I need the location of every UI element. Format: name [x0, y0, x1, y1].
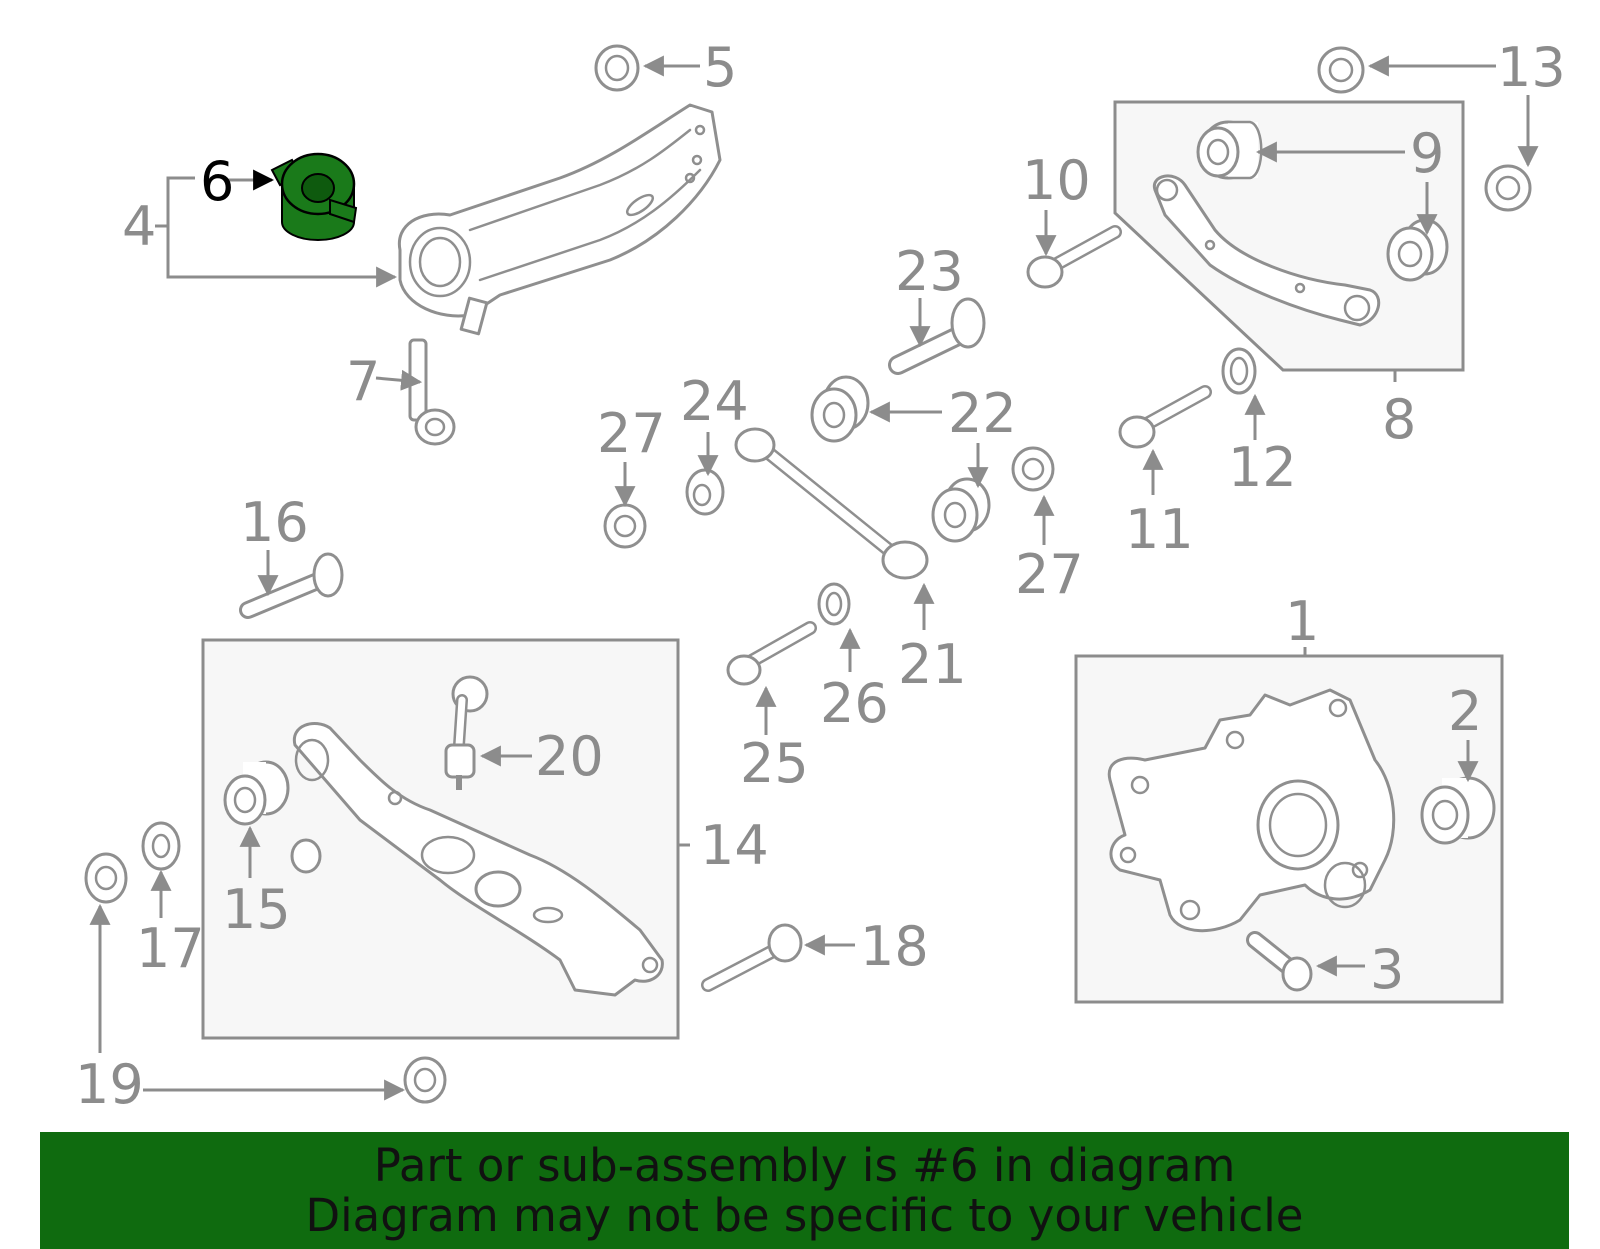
callout-27b: 27 — [1015, 543, 1084, 606]
part-14-lower-control-arm[interactable] — [292, 722, 664, 997]
part-19-nut-left[interactable] — [84, 852, 128, 904]
callout-9: 9 — [1410, 122, 1444, 185]
banner-line-1: Part or sub-assembly is #6 in diagram — [373, 1138, 1236, 1192]
callout-18: 18 — [860, 915, 929, 978]
leader-lines — [89, 55, 1539, 1101]
part-20-stabilizer-link[interactable] — [444, 675, 489, 790]
callout-14: 14 — [700, 814, 769, 877]
part-24-bushing[interactable] — [685, 468, 725, 516]
callout-8: 8 — [1382, 388, 1416, 451]
part-5-nut[interactable] — [594, 44, 640, 92]
part-11-bolt[interactable] — [1118, 385, 1212, 449]
part-21-lateral-link[interactable] — [734, 427, 929, 580]
part-27-nut-right[interactable] — [1011, 446, 1055, 492]
part-15-bushing[interactable] — [223, 760, 290, 826]
part-6-bushing-highlighted[interactable] — [270, 152, 358, 241]
callout-3: 3 — [1370, 938, 1404, 1001]
banner-line-2: Diagram may not be specific to your vehi… — [305, 1188, 1304, 1242]
callout-25: 25 — [740, 732, 809, 795]
callout-15: 15 — [222, 878, 291, 941]
callout-2: 2 — [1448, 680, 1482, 743]
part-27-nut-left[interactable] — [603, 503, 647, 549]
callout-27a: 27 — [597, 402, 666, 465]
callout-19: 19 — [75, 1053, 144, 1116]
callout-7: 7 — [346, 350, 380, 413]
info-banner: Part or sub-assembly is #6 in diagram Di… — [40, 1132, 1569, 1249]
part-7-bolt[interactable] — [408, 338, 456, 446]
part-18-bolt[interactable] — [701, 923, 803, 992]
callout-21: 21 — [898, 633, 967, 696]
part-16-bolt[interactable] — [239, 552, 344, 619]
part-13-nut[interactable] — [1317, 46, 1365, 94]
callout-22: 22 — [948, 382, 1017, 445]
callout-16: 16 — [240, 491, 309, 554]
callout-23: 23 — [895, 240, 964, 303]
part-10-bolt[interactable] — [1026, 225, 1122, 289]
part-22-bushing-upper[interactable] — [810, 375, 870, 443]
part-17-washer[interactable] — [141, 821, 181, 871]
callout-6: 6 — [200, 150, 234, 213]
part-4-trailing-arm[interactable] — [397, 103, 722, 336]
part-25-bolt[interactable] — [726, 621, 817, 686]
callout-11: 11 — [1125, 498, 1194, 561]
part-8-upper-control-arm[interactable] — [1152, 174, 1381, 327]
part-1-knuckle[interactable] — [1107, 688, 1396, 933]
callout-1: 1 — [1285, 590, 1319, 653]
part-23-bolt[interactable] — [888, 297, 986, 375]
callout-5: 5 — [703, 36, 737, 99]
callout-4: 4 — [122, 195, 156, 258]
callout-26: 26 — [820, 672, 889, 735]
part-3-bolt[interactable] — [1246, 931, 1313, 992]
part-13-washer-nut[interactable] — [1484, 164, 1532, 212]
callout-20: 20 — [535, 725, 604, 788]
part-15-small-bushing[interactable] — [290, 838, 322, 874]
part-26-washer[interactable] — [817, 582, 851, 626]
part-9-bushing-upper[interactable] — [1196, 120, 1263, 180]
callout-24: 24 — [680, 370, 749, 433]
callout-10: 10 — [1022, 149, 1091, 212]
part-22-bushing-lower[interactable] — [931, 477, 991, 543]
part-2-bushing[interactable] — [1420, 776, 1496, 845]
part-12-washer[interactable] — [1221, 347, 1257, 395]
callout-12: 12 — [1228, 436, 1297, 499]
callout-17: 17 — [136, 917, 205, 980]
part-19-nut-bottom[interactable] — [403, 1056, 447, 1104]
callout-13: 13 — [1497, 36, 1566, 99]
